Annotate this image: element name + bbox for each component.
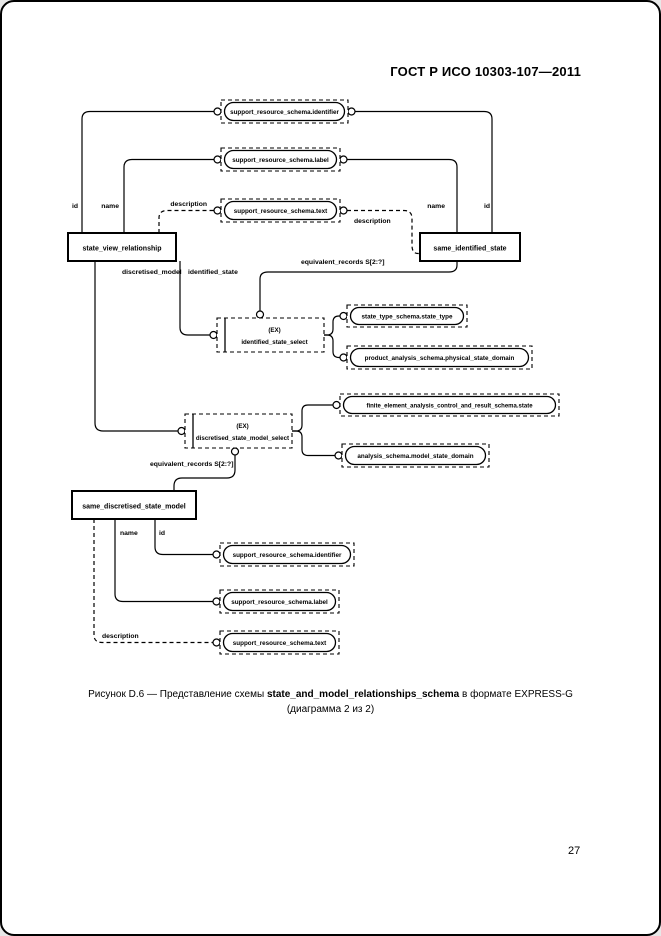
figure-caption-line1: Рисунок D.6 — Представление схемы state_… bbox=[2, 688, 659, 703]
ref-label: finite_element_analysis_control_and_resu… bbox=[366, 404, 533, 410]
ref-support-resource-schema-label-bottom: support_resource_schema.label bbox=[219, 589, 340, 614]
edge-id-bottom bbox=[154, 519, 213, 556]
edge-label-equivalent-records-top: equivalent_records S[2:?] bbox=[301, 259, 384, 266]
ref-label: support_resource_schema.text bbox=[234, 208, 328, 215]
attribute-end-circle bbox=[213, 155, 222, 164]
attribute-end-circle bbox=[334, 451, 343, 460]
attribute-end-circle bbox=[339, 155, 348, 164]
edge-label-name-right: name bbox=[427, 203, 445, 210]
edge-select2-to-fea-state bbox=[292, 404, 333, 432]
attribute-end-circle bbox=[213, 107, 222, 116]
edge-select1-to-state-type bbox=[324, 315, 340, 336]
edge-label-description-right: description bbox=[354, 218, 391, 225]
attribute-end-circle bbox=[339, 353, 348, 362]
ref-label: state_type_schema.state_type bbox=[361, 314, 453, 321]
ref-support-resource-schema-text-top: support_resource_schema.text bbox=[220, 198, 341, 223]
attribute-end-circle bbox=[209, 330, 218, 340]
edge-label-id-left: id bbox=[72, 203, 78, 210]
ref-support-resource-schema-identifier-bottom: support_resource_schema.identifier bbox=[219, 542, 355, 567]
ref-product-analysis-schema-physical-state-domain: product_analysis_schema.physical_state_d… bbox=[346, 345, 533, 370]
edge-name-left bbox=[123, 158, 214, 233]
edge-labels: id name description name id description … bbox=[72, 201, 490, 640]
edge-id-left bbox=[81, 110, 214, 233]
edge-description-left bbox=[158, 209, 214, 233]
select-discretised-state-model-select: (EX) discretised_state_model_select bbox=[184, 413, 293, 449]
edge-label-name-left: name bbox=[101, 203, 119, 210]
edge-select2-to-model-state-domain bbox=[292, 430, 335, 457]
select-marker: (EX) bbox=[236, 423, 248, 430]
figure-caption-line2: (диаграмма 2 из 2) bbox=[286, 703, 375, 715]
edge-label-id-right: id bbox=[484, 203, 490, 210]
edge-equivalent-records-top bbox=[259, 261, 458, 311]
ref-analysis-schema-model-state-domain: analysis_schema.model_state_domain bbox=[341, 443, 490, 468]
page-number: 27 bbox=[568, 845, 581, 857]
ref-label: support_resource_schema.text bbox=[233, 640, 327, 647]
edge-label-description-bottom: description bbox=[102, 633, 139, 640]
edge-description-right bbox=[347, 209, 420, 255]
select-marker: (EX) bbox=[268, 327, 280, 334]
ref-label: support_resource_schema.label bbox=[232, 157, 329, 164]
attribute-end-circle bbox=[347, 107, 356, 116]
entity-same-discretised-state-model: same_discretised_state_model bbox=[71, 490, 197, 520]
edge-select1-to-physical-state-domain bbox=[324, 334, 340, 359]
ref-label: product_analysis_schema.physical_state_d… bbox=[365, 355, 515, 362]
edge-name-bottom bbox=[114, 519, 213, 603]
ref-support-resource-schema-identifier-top: support_resource_schema.identifier bbox=[220, 99, 349, 124]
edge-equivalent-records-bottom bbox=[173, 455, 236, 491]
attribute-end-circle bbox=[212, 638, 221, 647]
attribute-end-circle bbox=[230, 447, 240, 456]
ref-support-resource-schema-label-top: support_resource_schema.label bbox=[220, 147, 341, 172]
edge-label-id-bottom: id bbox=[159, 530, 165, 537]
edge-description-bottom bbox=[93, 519, 213, 644]
attribute-end-circle bbox=[255, 310, 265, 319]
select-identified-state-select: (EX) identified_state_select bbox=[216, 317, 325, 353]
edge-label-name-bottom: name bbox=[120, 530, 138, 537]
ref-label: support_resource_schema.label bbox=[231, 599, 328, 606]
edge-name-right bbox=[347, 158, 458, 233]
document-header: ГОСТ Р ИСО 10303-107—2011 bbox=[390, 64, 581, 79]
attribute-end-circle bbox=[339, 206, 348, 215]
attribute-end-circle bbox=[212, 597, 221, 606]
ref-finite-element-analysis-control-and-result-schema-state: finite_element_analysis_control_and_resu… bbox=[339, 393, 560, 417]
edge-label-discretised-model: discretised_model bbox=[122, 269, 182, 276]
attribute-end-circle bbox=[332, 400, 341, 410]
entity-name: same_identified_state bbox=[433, 246, 506, 253]
ref-label: support_resource_schema.identifier bbox=[233, 552, 342, 559]
edge-label-identified-state: identified_state bbox=[188, 269, 238, 276]
caption-schema-name: state_and_model_relationships_schema bbox=[266, 689, 460, 700]
attribute-end-circle bbox=[212, 550, 221, 559]
edge-identified-state bbox=[179, 261, 210, 336]
attribute-end-circle bbox=[213, 206, 222, 215]
attribute-end-circle bbox=[177, 426, 186, 436]
caption-suffix: в формате EXPRESS-G bbox=[459, 689, 573, 700]
select-name: identified_state_select bbox=[241, 339, 307, 346]
ref-support-resource-schema-text-bottom: support_resource_schema.text bbox=[219, 630, 340, 655]
entity-same-identified-state: same_identified_state bbox=[419, 232, 521, 262]
figure-caption: Рисунок D.6 — Представление схемы state_… bbox=[2, 688, 659, 717]
entity-name: same_discretised_state_model bbox=[82, 504, 186, 511]
attribute-end-circle bbox=[339, 311, 348, 321]
diagram-edges bbox=[81, 110, 493, 644]
edge-discretised-model bbox=[94, 261, 178, 432]
edge-id-right bbox=[355, 110, 493, 233]
ref-label: support_resource_schema.identifier bbox=[230, 109, 339, 116]
edge-label-equivalent-records-bottom: equivalent_records S[2:?] bbox=[150, 461, 233, 468]
edge-label-description-left: description bbox=[170, 201, 207, 208]
attribute-end-circles bbox=[177, 107, 356, 647]
entity-state-view-relationship: state_view_relationship bbox=[67, 232, 177, 262]
select-name: discretised_state_model_select bbox=[196, 435, 289, 442]
caption-prefix: Рисунок D.6 — Представление схемы bbox=[88, 689, 267, 700]
entity-name: state_view_relationship bbox=[83, 246, 162, 253]
ref-state-type-schema-state-type: state_type_schema.state_type bbox=[346, 304, 468, 328]
ref-label: analysis_schema.model_state_domain bbox=[357, 453, 473, 460]
